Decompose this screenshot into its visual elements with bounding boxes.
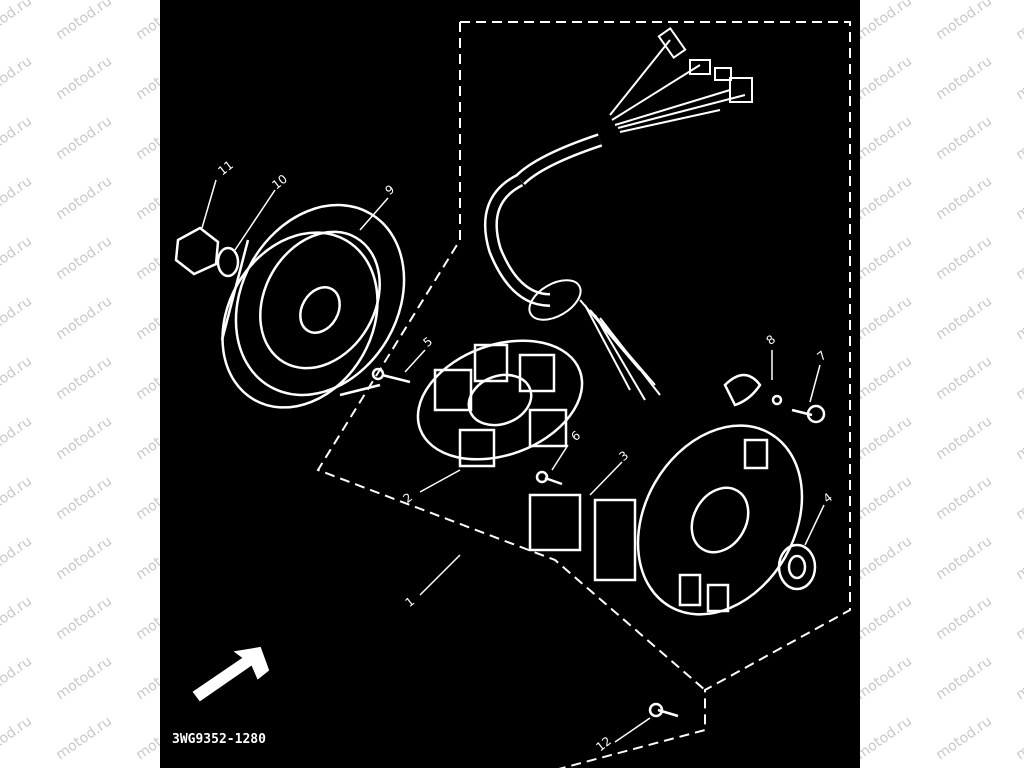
watermark-text: motod.ru: [853, 653, 915, 703]
watermark-text: motod.ru: [853, 53, 915, 103]
watermark-text: motod.ru: [53, 0, 115, 43]
watermark-text: motod.ru: [933, 353, 995, 403]
screws: [371, 367, 826, 718]
watermark-text: motod.ru: [1013, 473, 1024, 523]
watermark-text: motod.ru: [1013, 293, 1024, 343]
watermark-text: motod.ru: [1013, 713, 1024, 763]
watermark-text: motod.ru: [0, 293, 35, 343]
watermark-text: motod.ru: [53, 713, 115, 763]
watermark-text: motod.ru: [853, 593, 915, 643]
watermark-text: motod.ru: [1013, 413, 1024, 463]
watermark-text: motod.ru: [933, 713, 995, 763]
watermark-text: motod.ru: [1013, 233, 1024, 283]
flywheel-rotor: [220, 203, 406, 409]
reference-code: 3WG9352-1280: [172, 732, 266, 747]
watermark-text: motod.ru: [53, 173, 115, 223]
watermark-text: motod.ru: [853, 713, 915, 763]
watermark-text: motod.ru: [853, 533, 915, 583]
watermark-text: motod.ru: [853, 0, 915, 43]
leader-lines: [201, 179, 825, 743]
watermark-text: motod.ru: [933, 233, 995, 283]
watermark-text: motod.ru: [0, 533, 35, 583]
diagram-panel: 11 10 9 5 2 6 3 8 7 4 1 12 FWD 3WG9352-1…: [160, 0, 860, 768]
watermark-text: motod.ru: [933, 0, 995, 43]
watermark-text: motod.ru: [53, 233, 115, 283]
watermark-text: motod.ru: [53, 293, 115, 343]
watermark-text: motod.ru: [933, 653, 995, 703]
watermark-text: motod.ru: [933, 113, 995, 163]
watermark-text: motod.ru: [1013, 173, 1024, 223]
watermark-text: motod.ru: [1013, 113, 1024, 163]
watermark-text: motod.ru: [1013, 533, 1024, 583]
watermark-text: motod.ru: [933, 293, 995, 343]
watermark-text: motod.ru: [53, 353, 115, 403]
watermark-text: motod.ru: [933, 53, 995, 103]
clamp: [723, 373, 783, 407]
watermark-text: motod.ru: [53, 653, 115, 703]
assembly-boundary: [460, 21, 851, 768]
watermark-text: motod.ru: [933, 413, 995, 463]
oil-seal: [777, 543, 817, 591]
fwd-arrow-icon: [192, 646, 270, 702]
nut-and-washer: [174, 226, 240, 278]
watermark-text: motod.ru: [53, 533, 115, 583]
watermark-text: motod.ru: [53, 473, 115, 523]
watermark-text: motod.ru: [0, 353, 35, 403]
watermark-text: motod.ru: [0, 53, 35, 103]
watermark-text: motod.ru: [0, 653, 35, 703]
watermark-text: motod.ru: [933, 173, 995, 223]
exploded-parts-diagram: [174, 21, 851, 768]
watermark-text: motod.ru: [853, 413, 915, 463]
watermark-text: motod.ru: [0, 173, 35, 223]
watermark-text: motod.ru: [0, 413, 35, 463]
watermark-text: motod.ru: [853, 173, 915, 223]
watermark-text: motod.ru: [933, 533, 995, 583]
assembly-boundary-left: [316, 22, 706, 691]
watermark-text: motod.ru: [0, 113, 35, 163]
watermark-text: motod.ru: [1013, 593, 1024, 643]
stator-base-plate: [636, 424, 804, 616]
watermark-text: motod.ru: [53, 113, 115, 163]
watermark-text: motod.ru: [0, 0, 35, 43]
watermark-text: motod.ru: [853, 473, 915, 523]
watermark-text: motod.ru: [53, 413, 115, 463]
stator-coil: [416, 339, 584, 468]
wiring-harness: [483, 26, 753, 401]
watermark-text: motod.ru: [53, 53, 115, 103]
watermark-text: motod.ru: [1013, 53, 1024, 103]
watermark-text: motod.ru: [1013, 0, 1024, 43]
watermark-text: motod.ru: [853, 353, 915, 403]
watermark-text: motod.ru: [0, 713, 35, 763]
watermark-text: motod.ru: [853, 233, 915, 283]
watermark-text: motod.ru: [853, 293, 915, 343]
watermark-text: motod.ru: [1013, 653, 1024, 703]
watermark-text: motod.ru: [933, 473, 995, 523]
watermark-text: motod.ru: [0, 593, 35, 643]
watermark-text: motod.ru: [853, 113, 915, 163]
watermark-text: motod.ru: [1013, 353, 1024, 403]
watermark-text: motod.ru: [0, 473, 35, 523]
watermark-text: motod.ru: [53, 593, 115, 643]
watermark-text: motod.ru: [933, 593, 995, 643]
watermark-text: motod.ru: [0, 233, 35, 283]
pickup-coil: [528, 493, 637, 582]
